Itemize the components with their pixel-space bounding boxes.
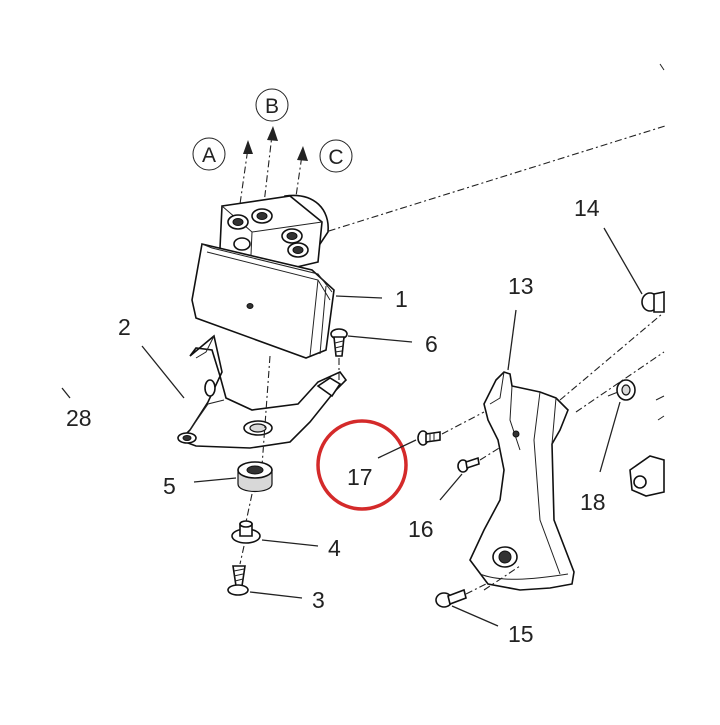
part-13-side-bracket [469, 371, 575, 591]
highlight-ring [316, 419, 408, 511]
callout-2: 2 [118, 314, 131, 340]
callout-18: 18 [580, 489, 606, 515]
port-label-b: B [255, 88, 289, 122]
callout-4: 4 [328, 535, 341, 561]
callout-14: 14 [574, 195, 600, 221]
callout-1: 1 [395, 286, 408, 312]
callout-17: 17 [347, 464, 373, 490]
callout-13: 13 [508, 273, 534, 299]
port-label-c: C [319, 139, 353, 173]
part-2-mounting-bracket [177, 334, 348, 449]
part-1-abs-module [191, 194, 335, 359]
callout-15: 15 [508, 621, 534, 647]
port-a-text: A [202, 144, 216, 167]
callout-6: 6 [425, 331, 438, 357]
port-c-text: C [328, 146, 343, 169]
part-15-bolt [435, 588, 467, 608]
part-3-bolt [227, 565, 249, 596]
part-5-rubber-bushing [237, 461, 273, 493]
port-b-text: B [265, 95, 279, 118]
part-17-screw [417, 430, 441, 446]
part-16-screw [457, 456, 480, 473]
part-18-grommet [607, 379, 636, 401]
part-14-rod-end [641, 291, 665, 313]
callout-28: 28 [66, 405, 92, 431]
part-6-bolt [330, 328, 348, 357]
part-partial-right [629, 63, 665, 497]
chain-line-vertical [261, 355, 271, 467]
callout-16: 16 [408, 516, 434, 542]
chain-line-bracket [559, 313, 663, 401]
callout-5: 5 [163, 473, 176, 499]
part-4-sleeve [231, 520, 261, 544]
chain-line-upper [299, 125, 666, 241]
port-label-a: A [192, 137, 226, 171]
callout-3: 3 [312, 587, 325, 613]
